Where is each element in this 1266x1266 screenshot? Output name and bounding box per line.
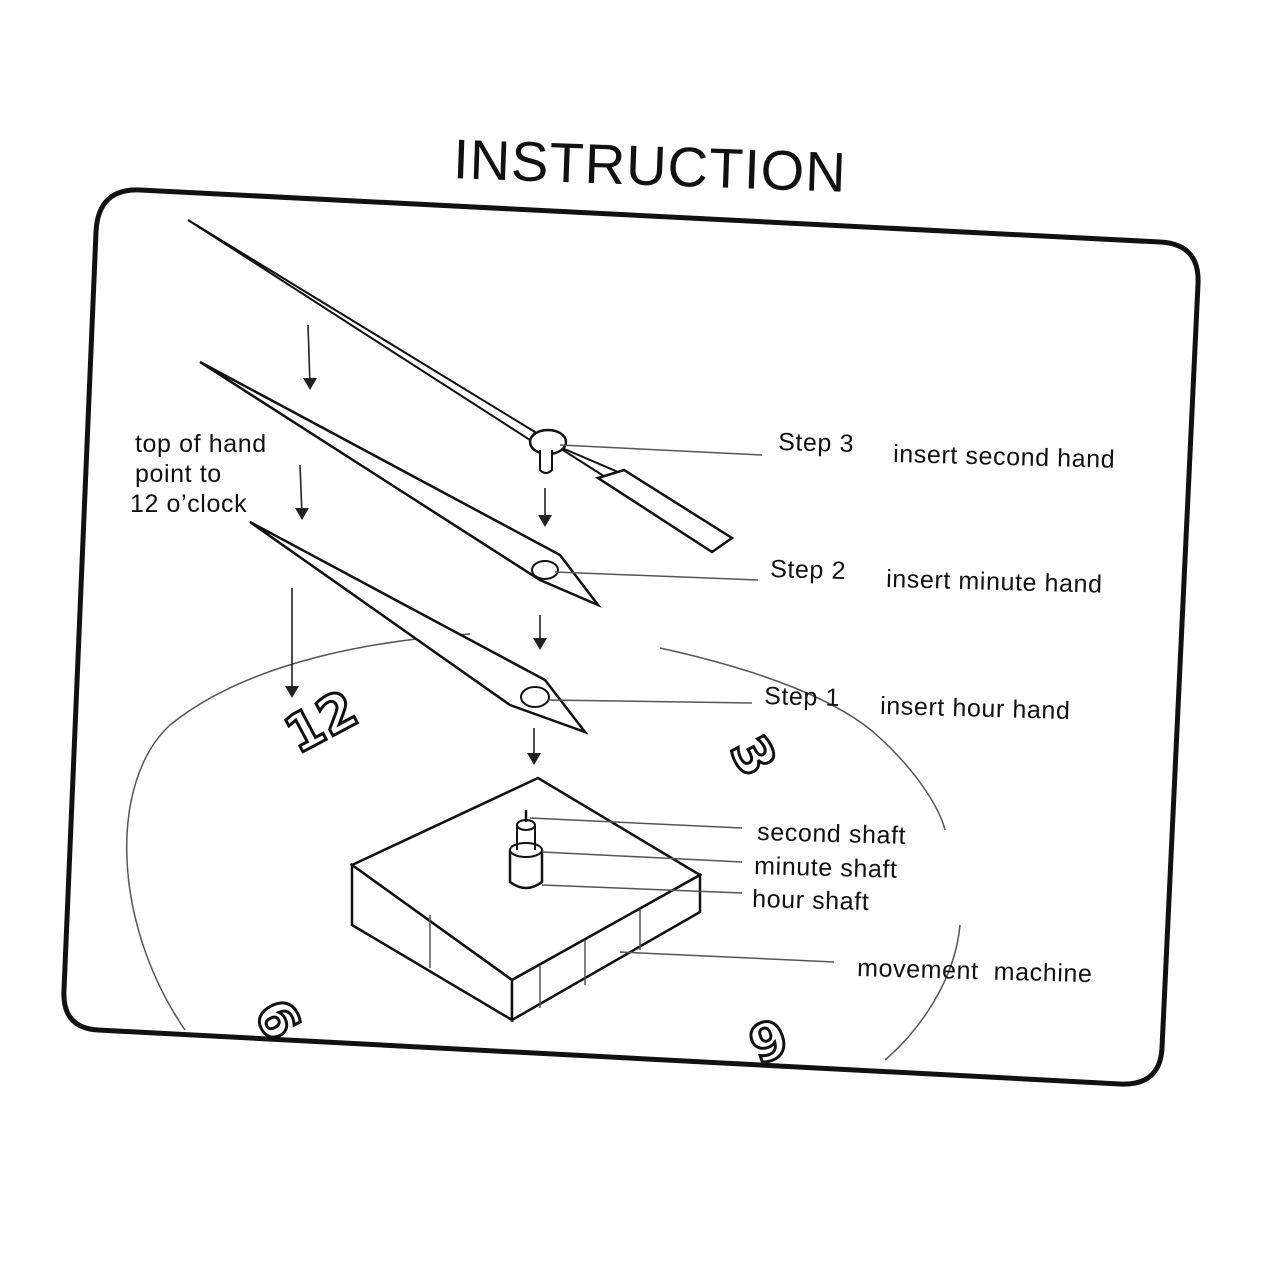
hint-line-3: 12 o’clock [130, 490, 247, 518]
minute-shaft-label: minute shaft [754, 852, 898, 884]
clock-dial-arc [125, 633, 471, 1031]
clock-dial-arc-right [659, 647, 946, 831]
step-1-text: insert hour hand [880, 692, 1071, 725]
minute-hand [199, 360, 602, 609]
instruction-card-frame [61, 187, 1201, 1087]
step-1-label: Step 1 [764, 682, 841, 712]
movement-machine-label: movement machine [857, 954, 1093, 988]
hour-hand [249, 520, 589, 735]
step-3-label: Step 3 [778, 428, 855, 458]
step-2-label: Step 2 [770, 555, 847, 585]
step-2-text: insert minute hand [886, 565, 1103, 599]
movement-shafts [508, 810, 544, 890]
hour-shaft-label: hour shaft [752, 885, 870, 916]
leader-lines [529, 444, 835, 963]
diagram-title: INSTRUCTION [452, 127, 848, 204]
assembly-arrows [285, 324, 552, 765]
clock-dial-arc-lower-right [884, 924, 961, 1061]
step-3-text: insert second hand [893, 440, 1116, 474]
second-hand [187, 219, 735, 554]
hint-line-1: top of hand [135, 430, 267, 458]
hint-line-2: point to [135, 460, 222, 488]
second-shaft-label: second shaft [757, 818, 907, 850]
